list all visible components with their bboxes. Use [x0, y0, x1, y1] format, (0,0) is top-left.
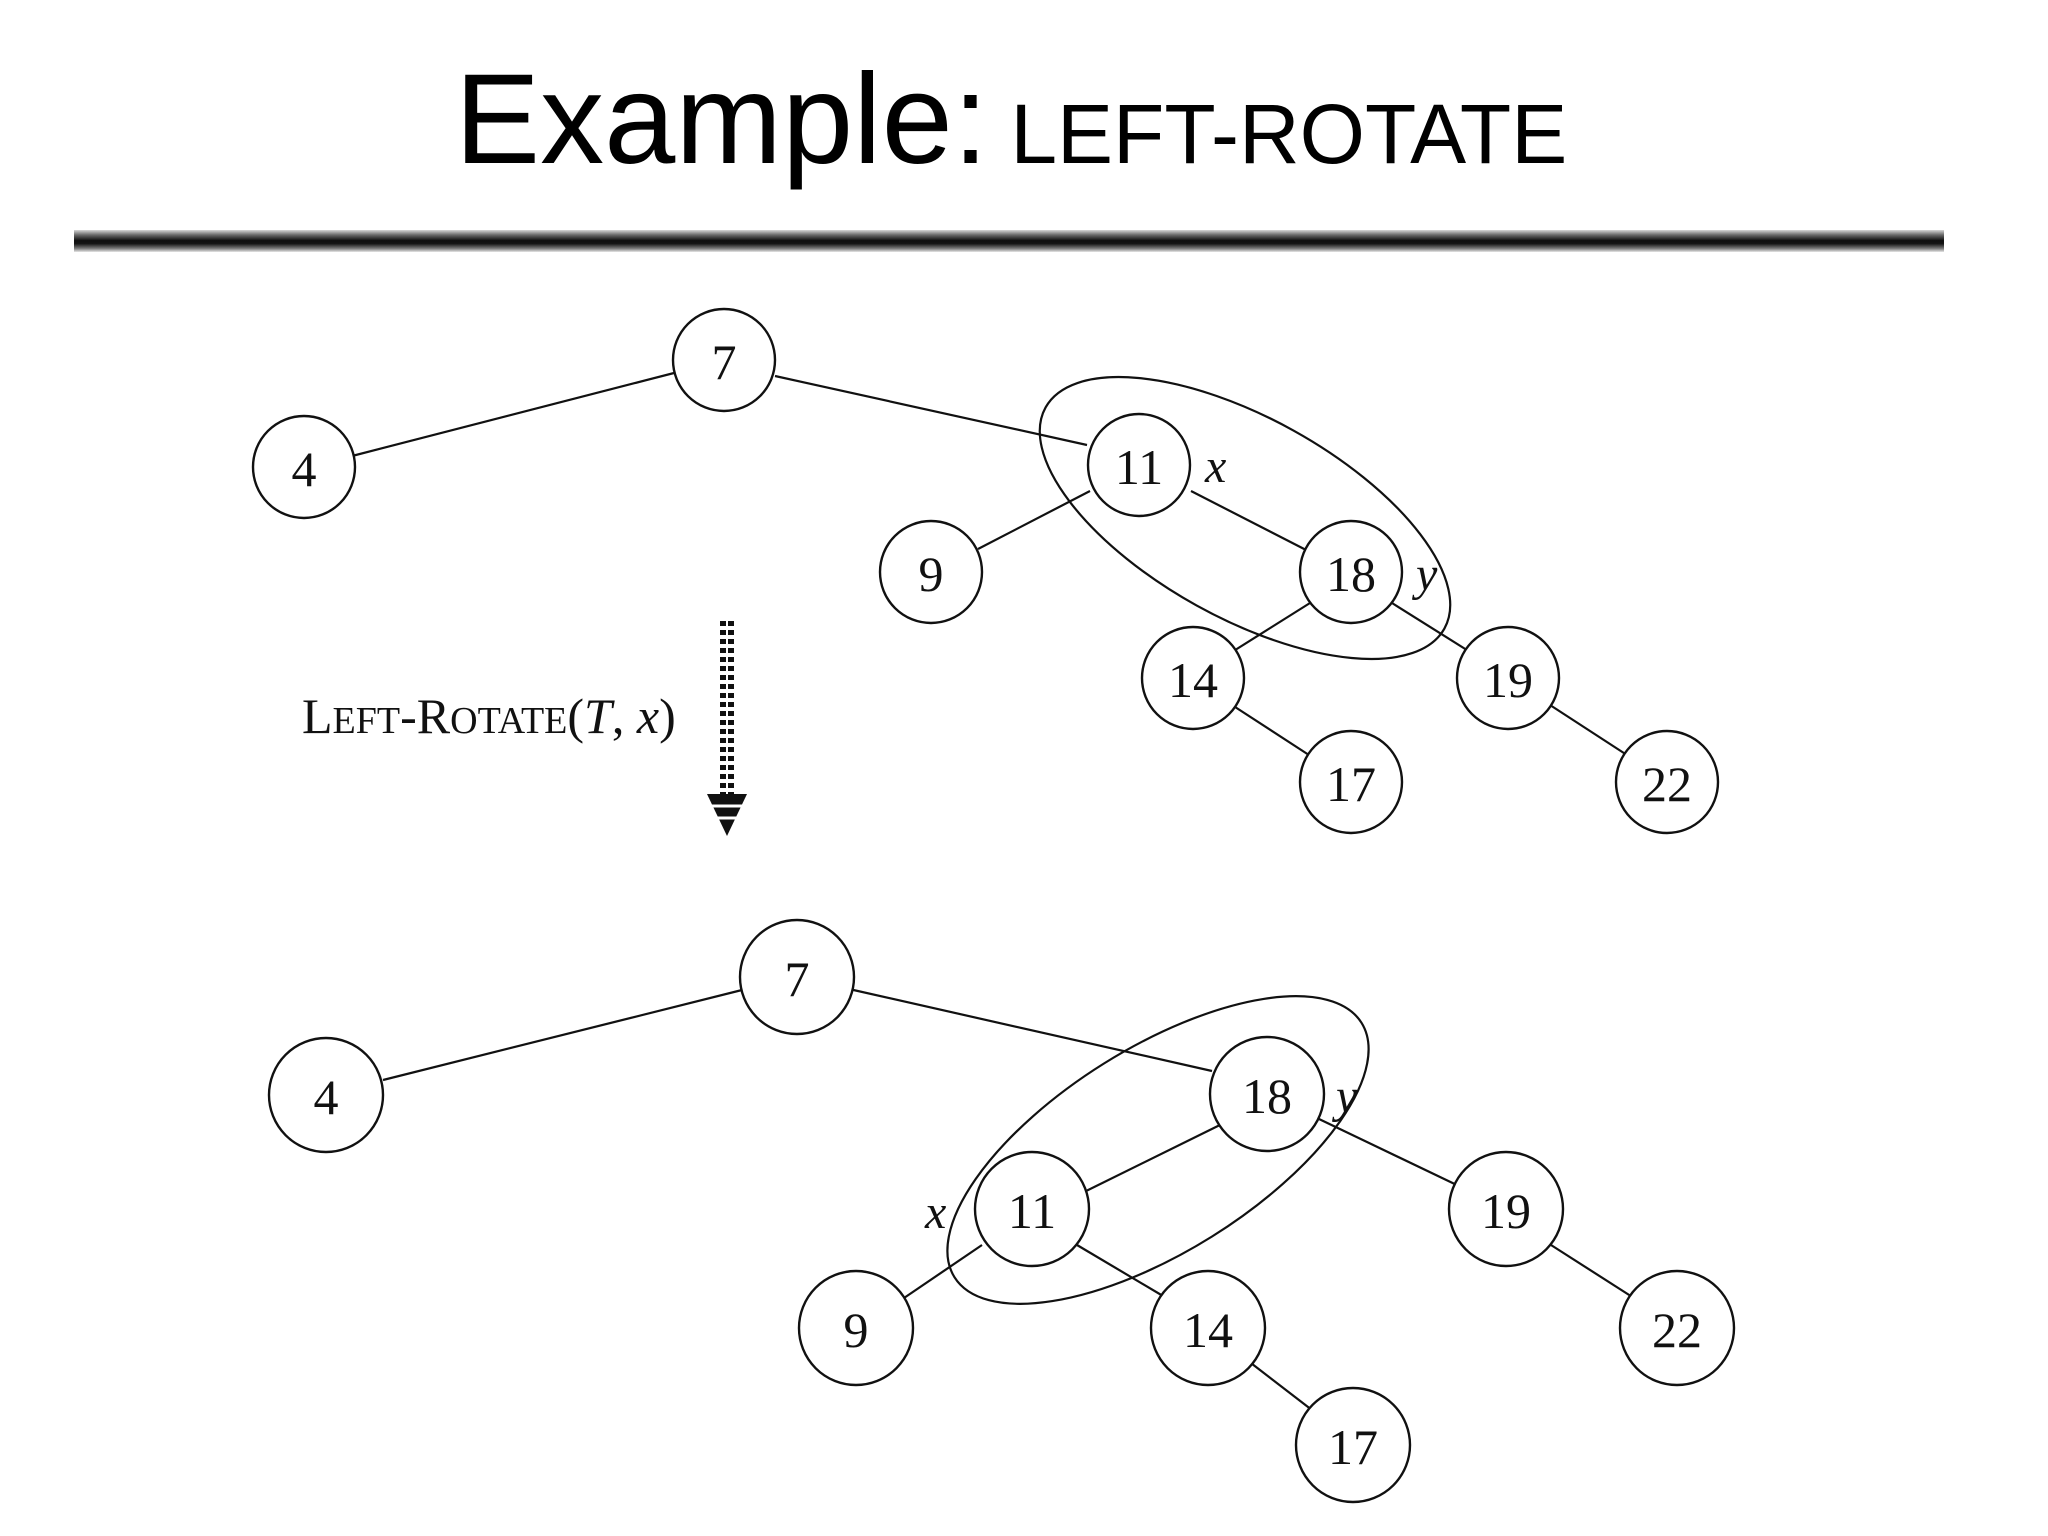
- rotate-arrow: [707, 620, 747, 836]
- node-4: [251, 414, 357, 520]
- before-nodes: [251, 307, 1720, 835]
- node-22-after: [1618, 1269, 1736, 1387]
- rotate-arrow-head: [707, 794, 747, 836]
- after-edges: [382, 987, 1638, 1418]
- operation-label: LEFT-ROTATE(T, x): [302, 688, 676, 744]
- before-edges: [351, 371, 1631, 758]
- edge-7-4-after: [382, 988, 743, 1082]
- before-rotation-highlight: [1038, 375, 1452, 661]
- after-node-labels: 7 4 18 11 19 9 14 22 17: [314, 951, 1703, 1475]
- edge-18-11-after: [1077, 1121, 1227, 1196]
- node-17: [1298, 729, 1404, 835]
- rotate-arrow-shaft-right: [728, 620, 734, 800]
- after-y-label: y: [1331, 1070, 1358, 1123]
- rotate-arrow-shaft: [720, 620, 726, 800]
- node-7-label: 7: [712, 334, 737, 390]
- node-18-label: 18: [1326, 546, 1376, 602]
- edge-18-19-after: [1318, 1118, 1464, 1189]
- edge-11-18: [1190, 490, 1311, 553]
- node-18-after: [1208, 1035, 1326, 1153]
- node-19-label: 19: [1483, 652, 1533, 708]
- node-4-after: [267, 1036, 385, 1154]
- after-nodes: [267, 918, 1736, 1504]
- after-x-label: x: [924, 1186, 946, 1239]
- node-18-after-label: 18: [1242, 1068, 1292, 1124]
- node-17-label: 17: [1326, 756, 1376, 812]
- node-7-after: [738, 918, 856, 1036]
- node-14: [1140, 625, 1246, 731]
- before-node-labels: 7 4 11 9 18 14 19 17 22: [292, 334, 1693, 812]
- node-22-label: 22: [1642, 756, 1692, 812]
- edge-19-22-after: [1550, 1244, 1638, 1301]
- node-19: [1455, 625, 1561, 731]
- node-11-after: [973, 1150, 1091, 1268]
- node-9-label: 9: [919, 546, 944, 602]
- edge-7-4: [351, 371, 675, 458]
- edge-7-11: [774, 374, 1088, 447]
- node-7: [671, 307, 777, 413]
- after-tree: [267, 918, 1736, 1504]
- title-divider: [74, 230, 1944, 252]
- edge-18-19: [1391, 602, 1471, 653]
- edge-11-14-after: [1076, 1244, 1164, 1297]
- node-19-after-label: 19: [1481, 1183, 1531, 1239]
- node-4-label: 4: [292, 441, 317, 497]
- node-18: [1298, 519, 1404, 625]
- node-9: [878, 519, 984, 625]
- node-22-after-label: 22: [1652, 1302, 1702, 1358]
- node-14-after-label: 14: [1183, 1302, 1233, 1358]
- edge-14-17: [1231, 704, 1313, 758]
- edge-11-9-after: [903, 1244, 983, 1299]
- before-y-label: y: [1411, 548, 1438, 601]
- node-11-label: 11: [1115, 439, 1163, 495]
- before-x-label: x: [1204, 440, 1226, 493]
- edge-19-22: [1549, 704, 1631, 758]
- edge-11-9: [977, 490, 1091, 550]
- edge-7-18-after: [848, 987, 1213, 1073]
- after-rotation-highlight: [946, 995, 1370, 1305]
- node-14-label: 14: [1168, 652, 1218, 708]
- edge-18-14: [1231, 602, 1311, 653]
- node-14-after: [1149, 1269, 1267, 1387]
- node-9-after: [797, 1269, 915, 1387]
- before-tree: [251, 307, 1720, 835]
- node-19-after: [1447, 1150, 1565, 1268]
- node-7-after-label: 7: [785, 951, 810, 1007]
- node-9-after-label: 9: [844, 1302, 869, 1358]
- node-22: [1614, 729, 1720, 835]
- node-17-after: [1294, 1386, 1412, 1504]
- node-4-after-label: 4: [314, 1069, 339, 1125]
- title-main: Example:: [454, 48, 989, 191]
- node-17-after-label: 17: [1328, 1419, 1378, 1475]
- node-11: [1086, 412, 1192, 518]
- slide-title: Example:LEFT-ROTATE: [0, 56, 2022, 184]
- title-command: LEFT-ROTATE: [1010, 87, 1568, 181]
- node-11-after-label: 11: [1008, 1183, 1056, 1239]
